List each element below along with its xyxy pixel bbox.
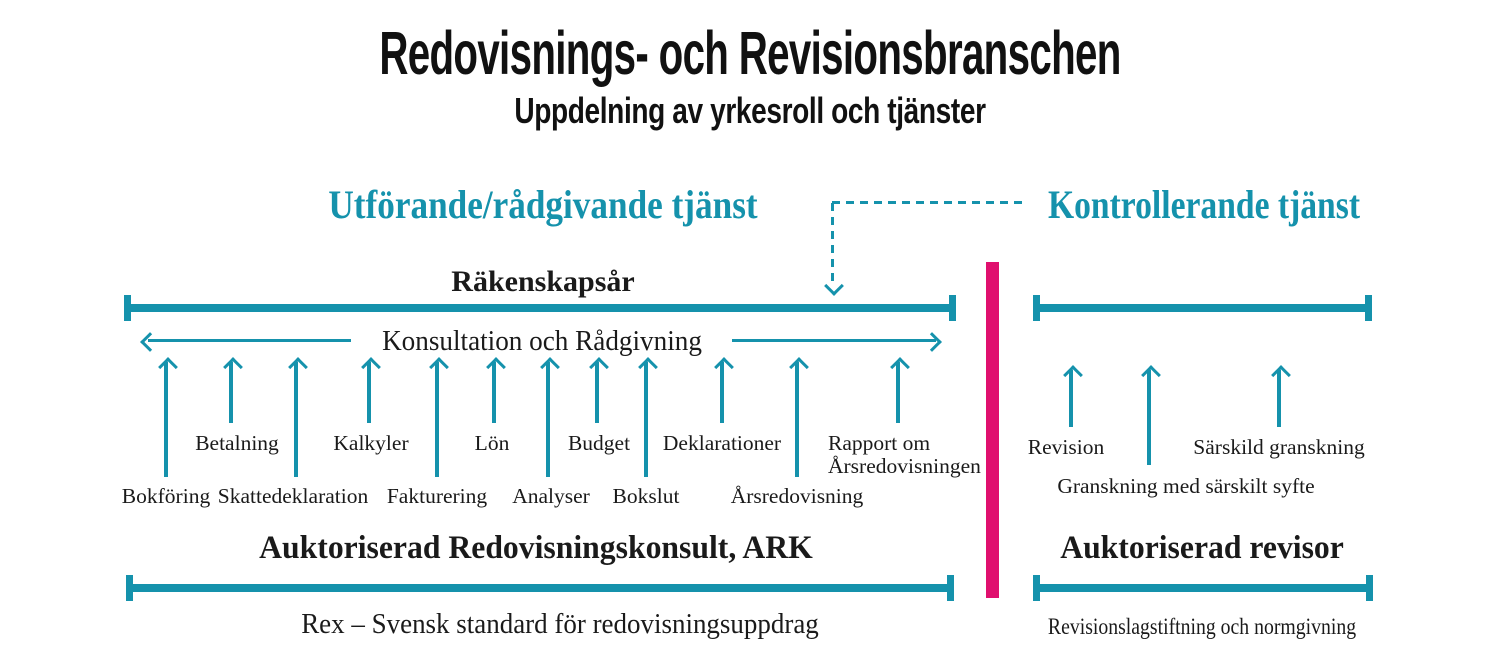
service-label: Budget: [567, 431, 631, 455]
service-label: Analyser: [512, 484, 590, 508]
bracket-cap: [947, 575, 954, 601]
bracket-cap: [1366, 575, 1373, 601]
section-divider: [986, 262, 999, 598]
rex-standard-bracket: [126, 575, 954, 601]
service-label: Fakturering: [386, 484, 488, 508]
right-role-title: Auktoriserad revisor: [1060, 530, 1344, 566]
left-framework-label: Rex – Svensk standard för redovisningsup…: [301, 608, 819, 640]
service-label: Revision: [1027, 435, 1105, 459]
dashed-connector-horizontal: [832, 201, 1028, 204]
consulting-arrow-line: [148, 339, 351, 342]
revision-bracket-bottom: [1033, 575, 1373, 601]
service-label: Kalkyler: [333, 431, 409, 455]
service-label: Bokföring: [121, 484, 211, 508]
service-label: Lön: [474, 431, 510, 455]
service-label: Skattedeklaration: [217, 484, 369, 508]
right-section-header: Kontrollerande tjänst: [1047, 182, 1361, 227]
consulting-arrow-line: [732, 339, 936, 342]
bracket-cap: [1365, 295, 1372, 321]
bracket-bar: [1036, 304, 1369, 312]
bracket-bar: [127, 304, 953, 312]
arrow-left-icon: [140, 332, 160, 352]
consulting-label: Konsultation och Rådgivning: [382, 326, 702, 357]
diagram-title: Redovisnings- och Revisionsbranschen: [379, 19, 1121, 87]
service-label: Granskning med särskilt syfte: [1057, 474, 1315, 498]
dashed-arrow-down-icon: [824, 276, 844, 296]
right-framework-label: Revisionslagstiftning och normgivning: [1047, 614, 1357, 640]
bracket-cap: [949, 295, 956, 321]
service-label: Årsredovisning: [730, 484, 864, 508]
left-section-header: Utförande/rådgivande tjänst: [328, 182, 758, 227]
service-label: Särskild granskning: [1193, 435, 1365, 459]
service-label: Deklarationer: [662, 431, 782, 455]
fiscal-year-label: Räkenskapsår: [451, 265, 635, 298]
bracket-bar: [1036, 584, 1370, 592]
diagram-subtitle: Uppdelning av yrkesroll och tjänster: [514, 90, 986, 131]
service-label: Bokslut: [612, 484, 680, 508]
arrow-right-icon: [922, 332, 942, 352]
dashed-connector-vertical: [831, 203, 834, 281]
fiscal-year-bracket: [124, 295, 956, 321]
bracket-bar: [129, 584, 951, 592]
service-label: Rapport om Årsredovisningen: [828, 431, 981, 478]
revision-bracket-top: [1033, 295, 1372, 321]
service-label: Betalning: [195, 431, 279, 455]
left-role-title: Auktoriserad Redovisningskonsult, ARK: [259, 530, 813, 566]
